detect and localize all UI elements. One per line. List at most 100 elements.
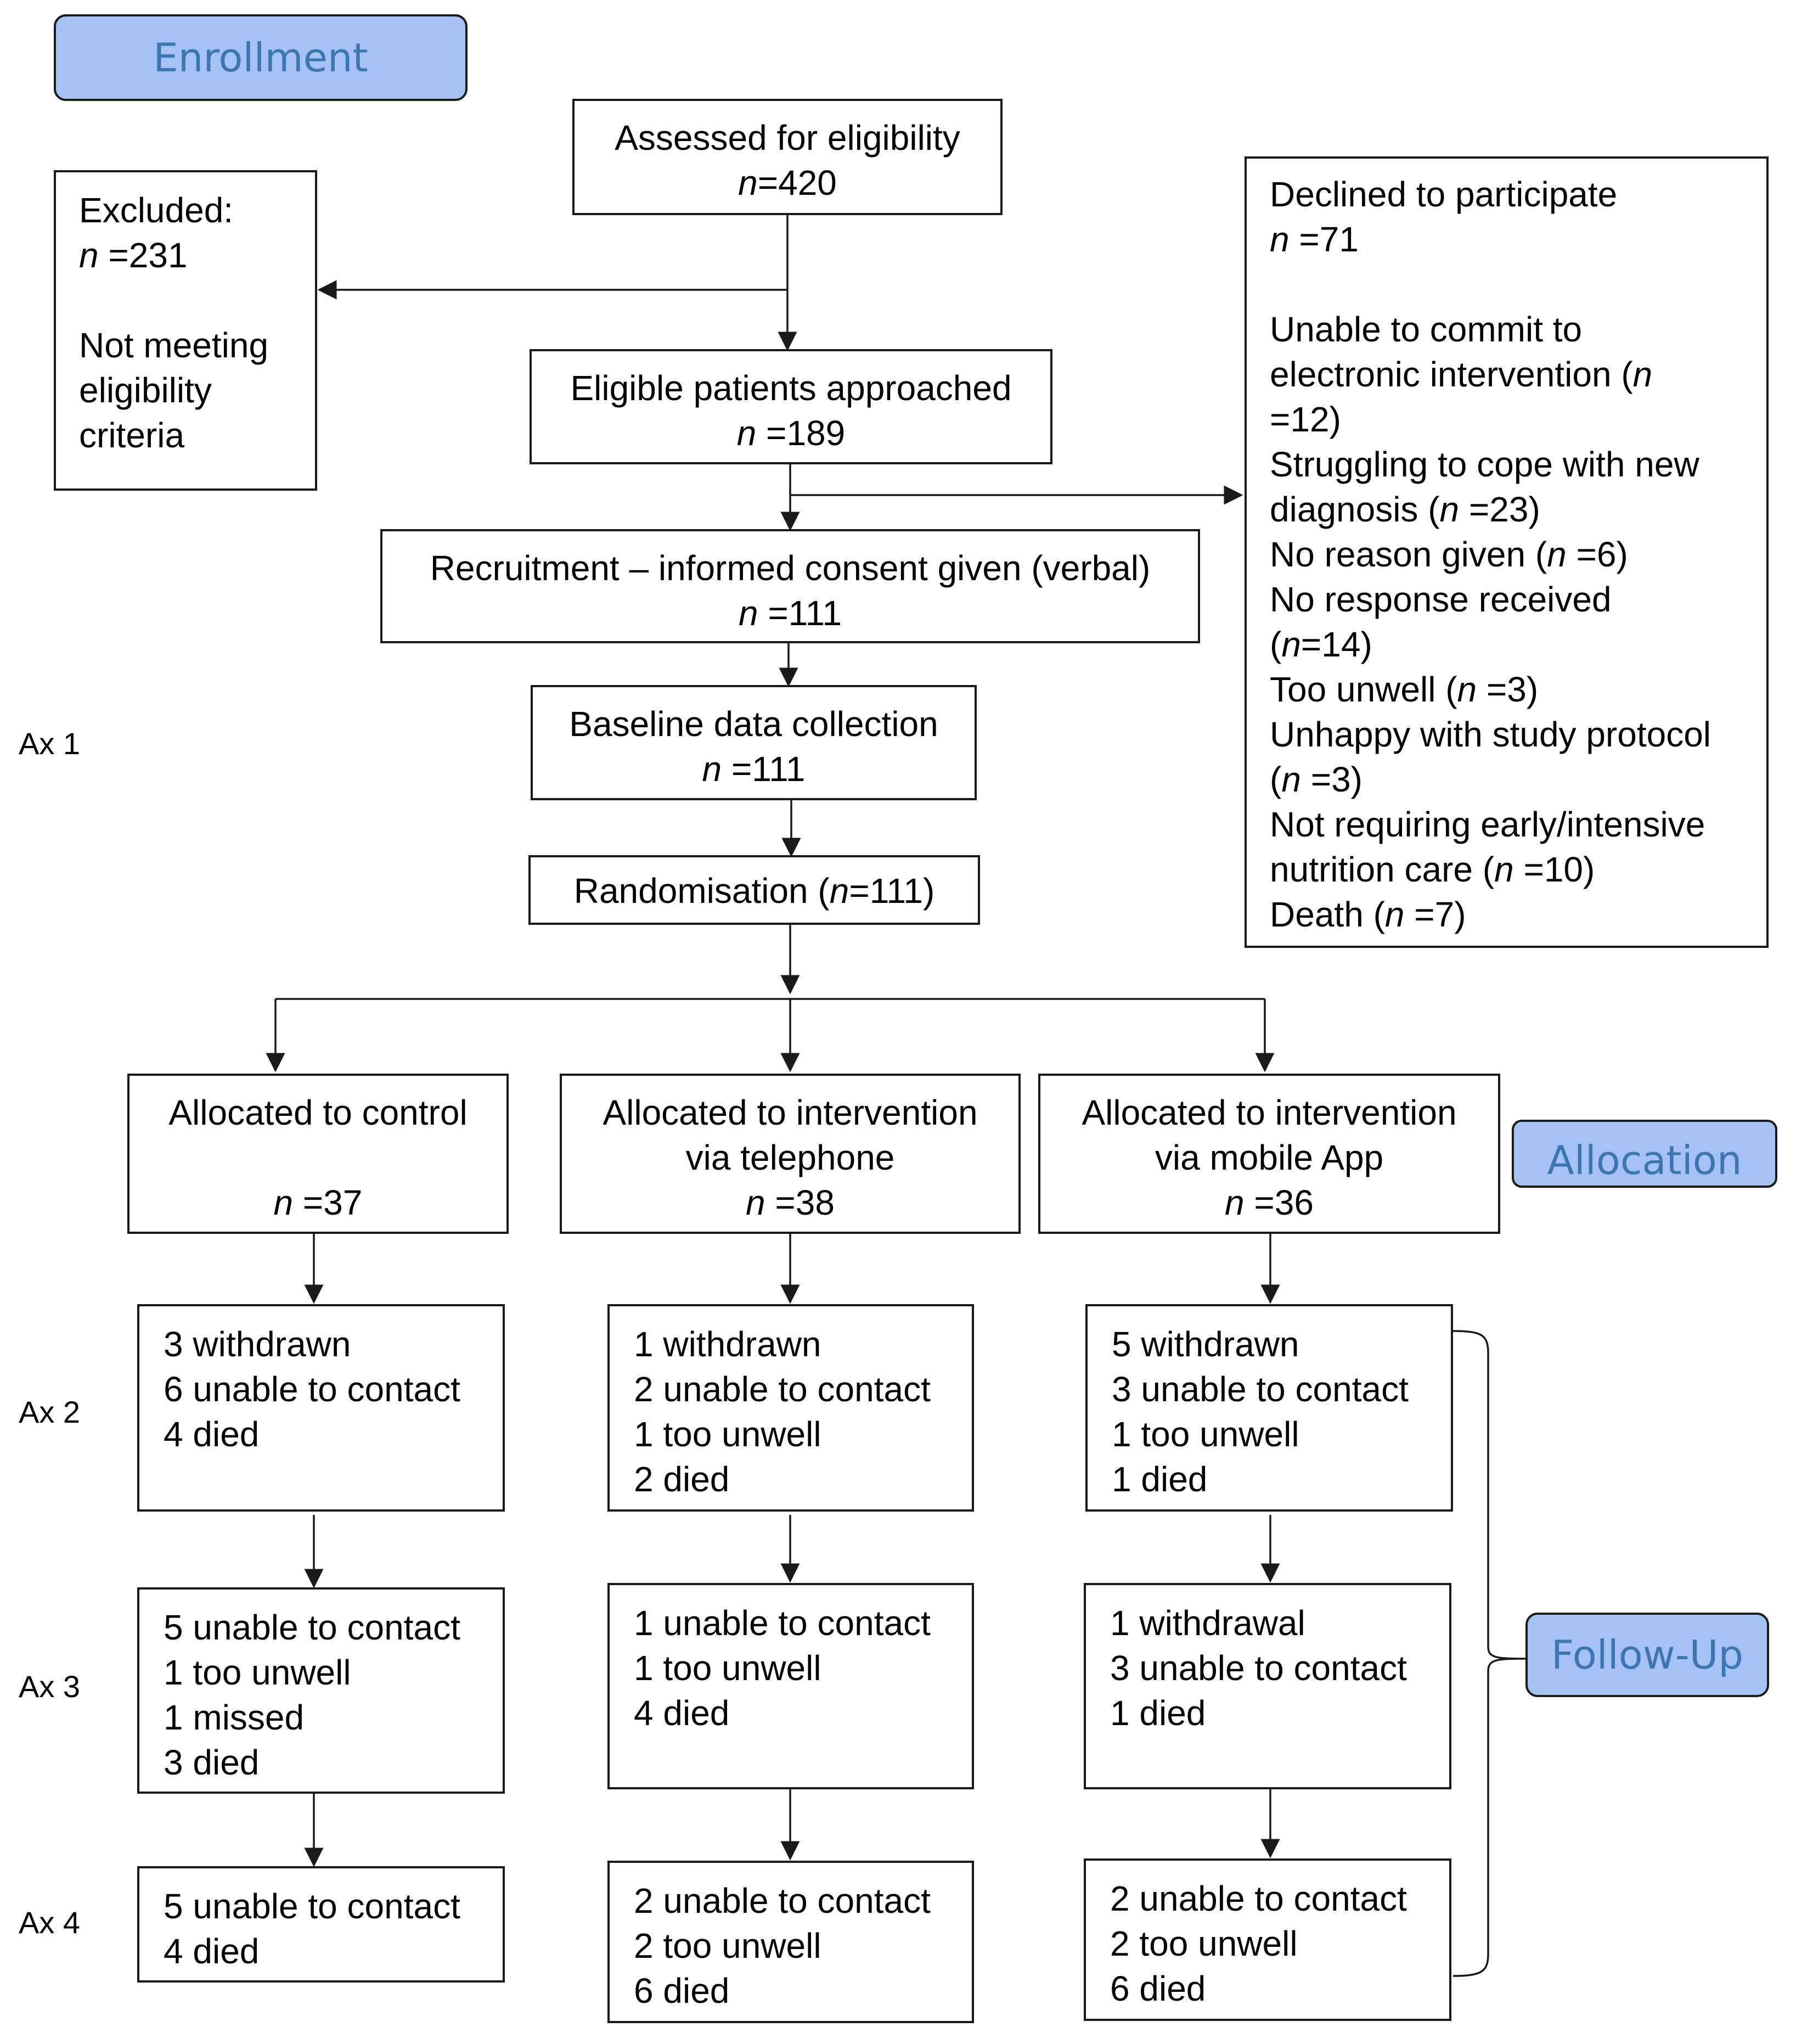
arm-count: =38 <box>765 1183 835 1222</box>
outcome-line: 1 withdrawal <box>1110 1603 1305 1643</box>
declined-reason-line: ( <box>1270 625 1282 664</box>
outcome-line: 5 unable to contact <box>164 1608 460 1647</box>
declined-reason-count: =10) <box>1513 850 1595 889</box>
n-symbol: n <box>1384 895 1405 934</box>
excluded-reason: criteria <box>79 415 185 455</box>
assessed-count: =420 <box>757 163 837 203</box>
excluded-reason: eligibility <box>79 370 212 410</box>
n-symbol: n <box>736 413 757 453</box>
ax4-label: Ax 4 <box>19 1905 81 1940</box>
declined-count: =71 <box>1289 220 1359 259</box>
arm-title: Allocated to intervention <box>603 1093 978 1132</box>
outcome-line: 3 withdrawn <box>164 1324 351 1364</box>
declined-reason-line: nutrition care ( <box>1270 850 1495 889</box>
telephone-ax3-box: 1 unable to contact 1 too unwell 4 died <box>607 1583 974 1789</box>
ax1-label: Ax 1 <box>19 726 81 761</box>
declined-box: Declined to participate n =71 Unable to … <box>1245 156 1769 948</box>
declined-title: Declined to participate <box>1270 175 1618 214</box>
outcome-line: 2 unable to contact <box>1110 1879 1407 1918</box>
n-symbol: n <box>1270 220 1290 259</box>
declined-reason-line: electronic intervention ( <box>1270 355 1633 394</box>
outcome-line: 3 unable to contact <box>1110 1648 1407 1688</box>
recruitment-title: Recruitment – informed consent given (ve… <box>430 548 1151 588</box>
n-symbol: n <box>1281 625 1301 664</box>
outcome-line: 6 died <box>634 1971 730 2011</box>
declined-reason-line: Death ( <box>1270 895 1385 934</box>
excluded-count: =231 <box>98 235 188 275</box>
declined-reason-line: Unhappy with study protocol <box>1270 715 1711 754</box>
arm-title <box>130 1135 506 1180</box>
control-ax2-box: 3 withdrawn 6 unable to contact 4 died <box>137 1304 505 1512</box>
ax2-label: Ax 2 <box>19 1395 81 1429</box>
outcome-line: 4 died <box>164 1931 260 1971</box>
outcome-line: 1 too unwell <box>634 1648 821 1688</box>
declined-reason-count: =3) <box>1477 670 1539 709</box>
arm-title: Allocated to control <box>168 1093 468 1132</box>
outcome-line: 4 died <box>164 1414 260 1454</box>
control-ax3-box: 5 unable to contact 1 too unwell 1 misse… <box>137 1587 505 1794</box>
n-symbol: n <box>1547 535 1567 574</box>
baseline-count: =111 <box>722 749 806 789</box>
telephone-ax4-box: 2 unable to contact 2 too unwell 6 died <box>607 1861 974 2023</box>
declined-reason-line: ( <box>1270 760 1282 799</box>
n-symbol: n <box>1494 850 1514 889</box>
randomisation-label: Randomisation ( <box>573 871 830 911</box>
arm-control-box: Allocated to control n =37 <box>127 1074 509 1234</box>
outcome-line: 1 withdrawn <box>634 1324 821 1364</box>
declined-reason-count: =7) <box>1404 895 1466 934</box>
arm-count: =36 <box>1244 1183 1314 1222</box>
n-symbol: n <box>829 871 849 911</box>
randomisation-box: Randomisation (n=111) <box>528 855 980 925</box>
n-symbol: n <box>738 163 758 203</box>
outcome-line: 2 too unwell <box>1110 1924 1298 1963</box>
n-symbol: n <box>79 235 99 275</box>
outcome-line: 2 unable to contact <box>634 1369 931 1409</box>
outcome-line: 1 missed <box>164 1698 305 1737</box>
outcome-line: 1 too unwell <box>634 1414 821 1454</box>
outcome-line: 5 withdrawn <box>1112 1324 1299 1364</box>
declined-reason-line: No reason given ( <box>1270 535 1547 574</box>
randomisation-count: =111) <box>849 871 935 911</box>
n-symbol: n <box>738 593 758 633</box>
declined-reason-count: =12) <box>1270 400 1341 439</box>
assessed-box: Assessed for eligibility n=420 <box>572 99 1003 215</box>
outcome-line: 1 died <box>1110 1693 1206 1733</box>
app-ax4-box: 2 unable to contact 2 too unwell 6 died <box>1084 1858 1451 2021</box>
assessed-title: Assessed for eligibility <box>615 118 960 158</box>
declined-reason-line: Unable to commit to <box>1270 310 1583 349</box>
outcome-line: 1 unable to contact <box>634 1603 931 1643</box>
outcome-line: 2 died <box>634 1459 730 1499</box>
arm-telephone-box: Allocated to intervention via telephone … <box>560 1074 1021 1234</box>
excluded-title: Excluded: <box>79 190 234 230</box>
n-symbol: n <box>746 1183 765 1222</box>
outcome-line: 1 died <box>1112 1459 1208 1499</box>
ax3-label: Ax 3 <box>19 1669 81 1704</box>
n-symbol: n <box>273 1183 294 1222</box>
arm-title: via mobile App <box>1155 1138 1384 1177</box>
n-symbol: n <box>1439 490 1460 529</box>
n-symbol: n <box>1225 1183 1245 1222</box>
declined-reason-line: diagnosis ( <box>1270 490 1440 529</box>
baseline-title: Baseline data collection <box>569 704 938 744</box>
control-ax4-box: 5 unable to contact 4 died <box>137 1866 505 1983</box>
app-ax3-box: 1 withdrawal 3 unable to contact 1 died <box>1084 1583 1451 1789</box>
declined-reason-count: =23) <box>1459 490 1540 529</box>
excluded-reason: Not meeting <box>79 325 269 365</box>
outcome-line: 6 unable to contact <box>164 1369 460 1409</box>
arm-count: =37 <box>293 1183 363 1222</box>
outcome-line: 5 unable to contact <box>164 1886 460 1926</box>
outcome-line: 1 too unwell <box>164 1653 351 1692</box>
outcome-line: 6 died <box>1110 1969 1206 2008</box>
outcome-line: 1 too unwell <box>1112 1414 1299 1454</box>
outcome-line: 4 died <box>634 1693 730 1733</box>
n-symbol: n <box>702 749 722 789</box>
declined-reason-count: =3) <box>1300 760 1363 799</box>
eligible-title: Eligible patients approached <box>570 368 1012 408</box>
n-symbol: n <box>1457 670 1477 709</box>
outcome-line: 2 unable to contact <box>634 1881 931 1921</box>
baseline-box: Baseline data collection n =111 <box>531 685 977 800</box>
declined-reason-count: =14) <box>1300 625 1372 664</box>
declined-reason-count: =6) <box>1566 535 1628 574</box>
n-symbol: n <box>1632 355 1653 394</box>
